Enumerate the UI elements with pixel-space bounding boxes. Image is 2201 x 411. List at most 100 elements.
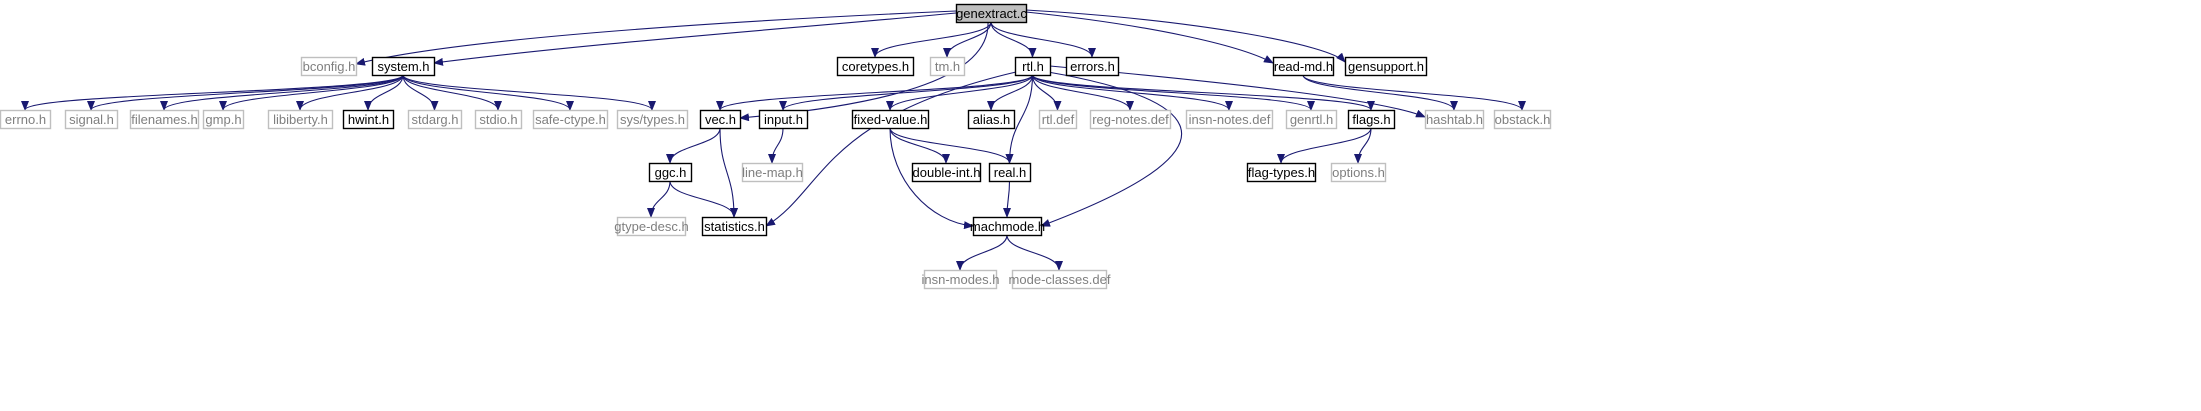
- node-label: statistics.h: [704, 219, 765, 234]
- node-insn-notes-def: insn-notes.def: [1185, 109, 1274, 130]
- node-label: errno.h: [5, 112, 46, 127]
- edge-genextract-c-to-tm-h: [943, 21, 992, 58]
- node-box: [1493, 109, 1552, 130]
- node-statistics-h[interactable]: statistics.h: [701, 216, 768, 237]
- edge-system-h-to-signal-h: [87, 74, 404, 111]
- edge-fixed-value-h-to-real-h: [889, 127, 1014, 164]
- node-label: filenames.h: [131, 112, 197, 127]
- node-real-h[interactable]: real.h: [988, 162, 1032, 183]
- node-machmode-h[interactable]: machmode.h: [970, 216, 1045, 237]
- node-box: [648, 162, 693, 183]
- edge-ggc-h-to-gtype-desc-h: [647, 180, 671, 218]
- edge-ggc-h-to-statistics-h: [669, 180, 738, 218]
- node-label: vec.h: [705, 112, 736, 127]
- node-system-h[interactable]: system.h: [371, 56, 436, 77]
- node-box: [0, 109, 52, 130]
- node-vec-h[interactable]: vec.h: [699, 109, 742, 130]
- node-box: [1344, 56, 1428, 77]
- node-box: [701, 216, 768, 237]
- node-flag-types-h[interactable]: flag-types.h: [1246, 162, 1317, 183]
- node-box: [300, 56, 358, 77]
- node-fixed-value-h[interactable]: fixed-value.h: [851, 109, 930, 130]
- edge-rtl-h-to-rtl-def: [1031, 74, 1062, 111]
- node-box: [699, 109, 742, 130]
- edge-input-h-to-line-map-h: [768, 127, 784, 164]
- edge-read-md-h-to-obstack-h: [1302, 74, 1526, 111]
- node-box: [929, 56, 966, 77]
- edge-real-h-to-machmode-h: [1003, 180, 1012, 218]
- edge-fixed-value-h-to-double-int-h: [889, 127, 950, 164]
- node-label: gensupport.h: [1348, 59, 1424, 74]
- node-label: input.h: [764, 112, 803, 127]
- node-label: options.h: [1332, 165, 1385, 180]
- node-box: [371, 56, 436, 77]
- edge-rtl-h-to-vec-h: [716, 74, 1034, 111]
- node-box: [955, 3, 1028, 24]
- node-label: rtl.def: [1042, 112, 1075, 127]
- node-gtype-desc-h: gtype-desc.h: [614, 216, 689, 237]
- node-label: hashtab.h: [1426, 112, 1483, 127]
- edge-system-h-to-sys-types-h: [402, 74, 656, 111]
- node-mode-classes-def: mode-classes.def: [1009, 269, 1111, 290]
- node-safe-ctype-h: safe-ctype.h: [532, 109, 609, 130]
- edge-rtl-h-to-flags-h: [1031, 74, 1375, 111]
- node-stdarg-h: stdarg.h: [407, 109, 463, 130]
- node-label: line-map.h: [742, 165, 803, 180]
- node-sys-types-h: sys/types.h: [616, 109, 689, 130]
- node-box: [1065, 56, 1120, 77]
- node-hwint-h[interactable]: hwint.h: [342, 109, 395, 130]
- node-input-h[interactable]: input.h: [758, 109, 809, 130]
- edge-vec-h-to-ggc-h: [666, 127, 721, 164]
- node-libiberty-h: libiberty.h: [267, 109, 334, 130]
- node-errno-h: errno.h: [0, 109, 52, 130]
- node-label: rtl.h: [1022, 59, 1044, 74]
- edge-read-md-h-to-hashtab-h: [1302, 74, 1458, 111]
- node-label: flags.h: [1352, 112, 1390, 127]
- node-alias-h[interactable]: alias.h: [967, 109, 1016, 130]
- node-label: tm.h: [935, 59, 960, 74]
- node-label: bconfig.h: [303, 59, 356, 74]
- edge-rtl-h-to-alias-h: [987, 74, 1034, 111]
- node-box: [129, 109, 200, 130]
- node-ggc-h[interactable]: ggc.h: [648, 162, 693, 183]
- edge-genextract-c-to-read-md-h: [1025, 11, 1274, 64]
- node-stdio-h: stdio.h: [474, 109, 523, 130]
- node-box: [64, 109, 119, 130]
- node-label: libiberty.h: [273, 112, 328, 127]
- node-box: [202, 109, 245, 130]
- node-box: [616, 109, 689, 130]
- node-obstack-h: obstack.h: [1493, 109, 1552, 130]
- node-genextract-c[interactable]: genextract.c: [955, 3, 1028, 24]
- node-coretypes-h[interactable]: coretypes.h: [836, 56, 915, 77]
- node-box: [758, 109, 809, 130]
- node-box: [923, 269, 998, 290]
- node-box: [972, 216, 1043, 237]
- node-flags-h[interactable]: flags.h: [1347, 109, 1396, 130]
- node-box: [1272, 56, 1335, 77]
- node-double-int-h[interactable]: double-int.h: [911, 162, 982, 183]
- node-rtl-h[interactable]: rtl.h: [1014, 56, 1052, 77]
- node-errors-h[interactable]: errors.h: [1065, 56, 1120, 77]
- edge-rtl-h-to-real-h: [1005, 74, 1034, 164]
- edge-system-h-to-safe-ctype-h: [402, 74, 574, 111]
- node-gmp-h: gmp.h: [202, 109, 245, 130]
- node-label: signal.h: [69, 112, 114, 127]
- edge-genextract-c-to-bconfig-h: [355, 10, 957, 66]
- node-options-h: options.h: [1330, 162, 1387, 183]
- edge-genextract-c-to-errors-h: [990, 21, 1096, 58]
- node-box: [1089, 109, 1172, 130]
- edge-system-h-to-stdarg-h: [402, 74, 439, 111]
- node-label: reg-notes.def: [1092, 112, 1169, 127]
- node-read-md-h[interactable]: read-md.h: [1272, 56, 1335, 77]
- node-box: [1330, 162, 1387, 183]
- edge-flags-h-to-options-h: [1354, 127, 1372, 164]
- node-label: safe-ctype.h: [535, 112, 606, 127]
- node-gensupport-h[interactable]: gensupport.h: [1344, 56, 1428, 77]
- node-label: gmp.h: [205, 112, 241, 127]
- node-genrtl-h: genrtl.h: [1285, 109, 1338, 130]
- node-tm-h: tm.h: [929, 56, 966, 77]
- node-label: obstack.h: [1495, 112, 1551, 127]
- node-label: errors.h: [1070, 59, 1115, 74]
- node-filenames-h: filenames.h: [129, 109, 200, 130]
